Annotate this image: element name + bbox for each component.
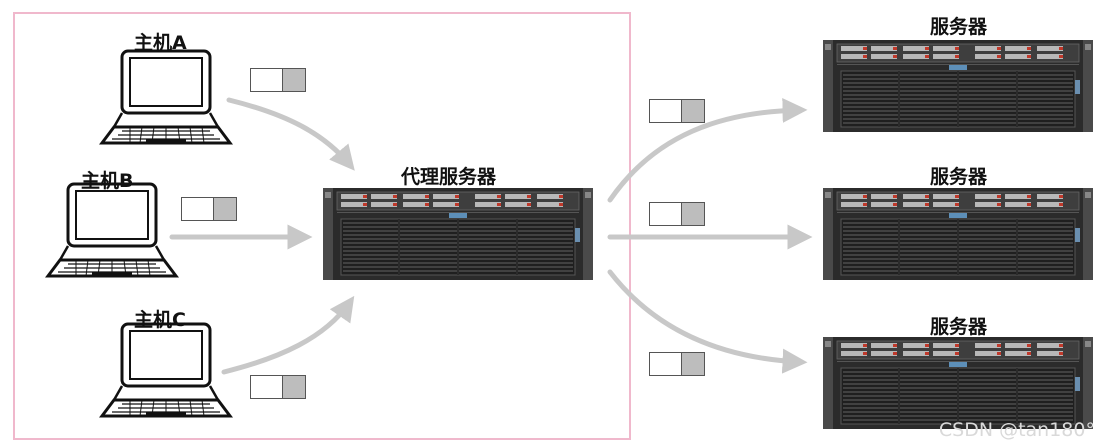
server-icon: [822, 336, 1094, 430]
watermark: CSDN @tan180°: [938, 419, 1095, 441]
arrow-proxy-to-server-1: [607, 97, 808, 203]
server-label: 服务器: [930, 316, 988, 338]
packet-icon: [250, 375, 306, 399]
laptop-icon: [100, 49, 232, 145]
server-icon: [822, 187, 1094, 281]
proxy-server-icon: [322, 187, 594, 281]
packet-icon: [649, 202, 705, 226]
packet-icon: [649, 99, 705, 123]
client-a-label: 主机A: [134, 32, 187, 54]
server-icon: [822, 39, 1094, 133]
packet-icon: [250, 68, 306, 92]
proxy-boundary-box: [13, 12, 631, 440]
laptop-icon: [100, 322, 232, 418]
packet-icon: [649, 352, 705, 376]
server-label: 服务器: [930, 166, 988, 188]
server-label: 服务器: [930, 16, 988, 38]
arrow-c-to-proxy: [221, 295, 355, 375]
arrow-a-to-proxy: [226, 97, 355, 171]
laptop-icon: [46, 182, 178, 278]
arrow-proxy-to-server-3: [607, 269, 808, 374]
client-b-label: 主机B: [81, 170, 134, 192]
client-c-label: 主机C: [134, 309, 186, 331]
proxy-label: 代理服务器: [401, 166, 497, 188]
packet-icon: [181, 197, 237, 221]
